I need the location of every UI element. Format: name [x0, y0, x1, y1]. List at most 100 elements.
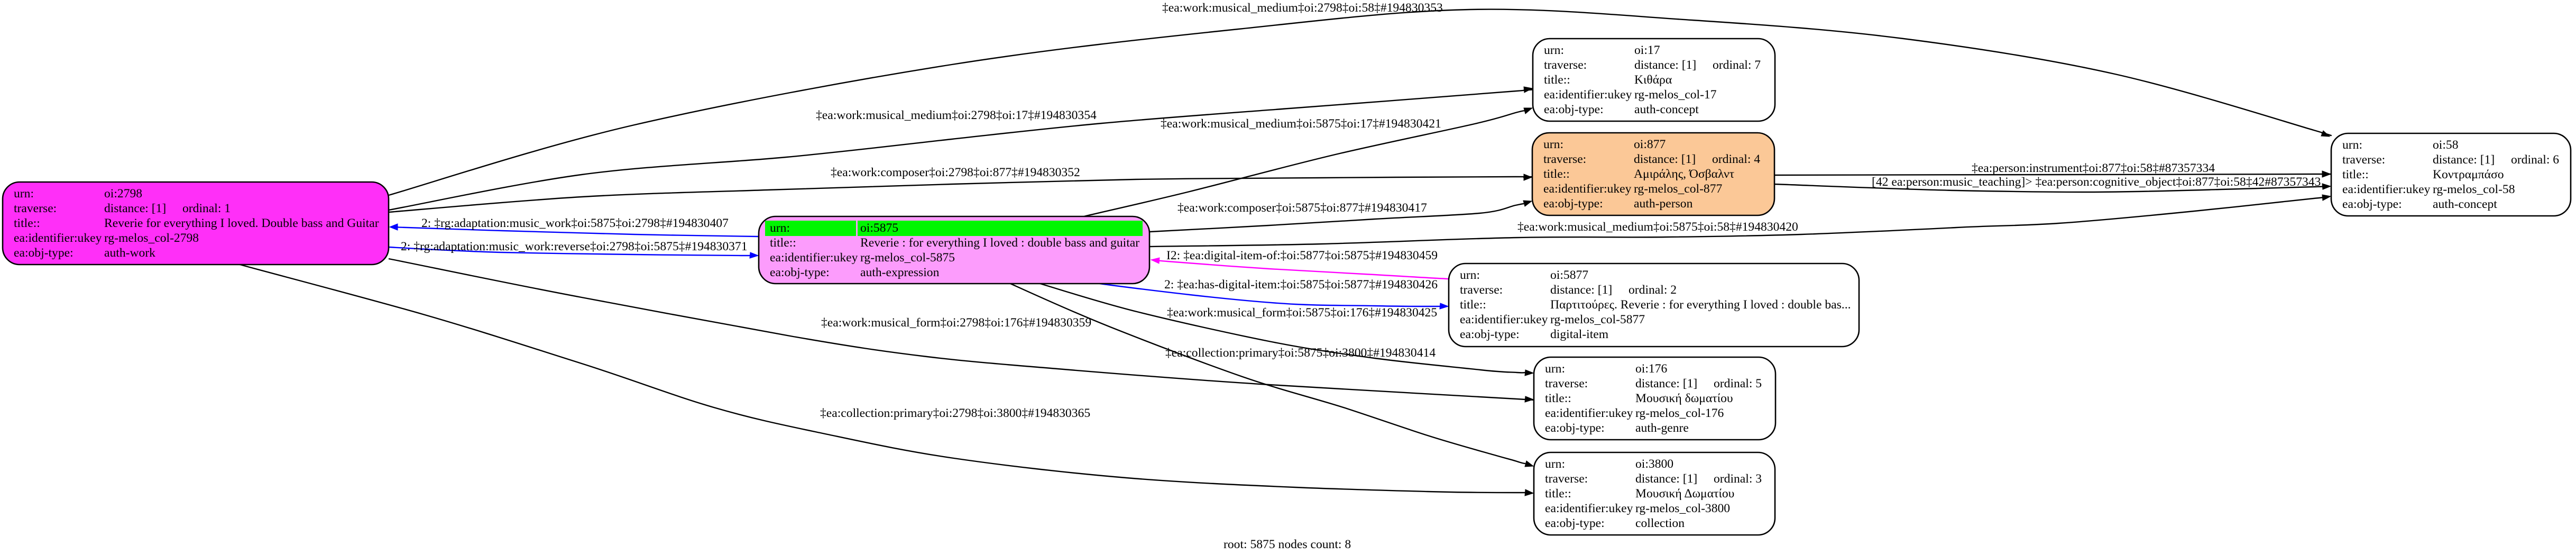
svg-text:title::: title::	[1460, 298, 1486, 312]
svg-text:distance: [1]: distance: [1]	[1634, 152, 1696, 166]
svg-text:rg-melos_col-58: rg-melos_col-58	[2433, 183, 2515, 196]
svg-text:Μουσική Δωματίου: Μουσική Δωματίου	[1635, 487, 1734, 501]
svg-text:distance: [1]: distance: [1]	[1635, 472, 1697, 486]
svg-text:Κοντραμπάσο: Κοντραμπάσο	[2433, 168, 2504, 181]
svg-text:ea:obj-type:: ea:obj-type:	[770, 266, 830, 279]
svg-text:2: ‡rg:adaptation:music_work‡o: 2: ‡rg:adaptation:music_work‡oi:5875‡oi:…	[421, 216, 729, 230]
svg-text:ordinal: 4: ordinal: 4	[1712, 152, 1760, 166]
svg-text:distance: [1]: distance: [1]	[1634, 58, 1696, 72]
svg-text:Μουσική δωματίου: Μουσική δωματίου	[1635, 392, 1733, 405]
svg-text:‡ea:work:musical_form‡oi:2798‡: ‡ea:work:musical_form‡oi:2798‡oi:176‡#19…	[821, 316, 1091, 330]
svg-text:oi:2798: oi:2798	[104, 187, 142, 201]
svg-text:I2: ‡ea:digital-item-of:‡oi:58: I2: ‡ea:digital-item-of:‡oi:5877‡oi:5875…	[1166, 249, 1438, 262]
svg-text:title::: title::	[1544, 73, 1570, 87]
svg-text:traverse:: traverse:	[1543, 152, 1586, 166]
svg-text:urn:: urn:	[1545, 457, 1565, 471]
svg-text:ea:identifier:ukey: ea:identifier:ukey	[1544, 88, 1632, 102]
svg-text:ea:identifier:ukey: ea:identifier:ukey	[1545, 502, 1633, 515]
svg-text:digital-item: digital-item	[1550, 328, 1608, 341]
svg-text:‡ea:work:composer‡oi:5875‡oi:8: ‡ea:work:composer‡oi:5875‡oi:877‡#194830…	[1177, 201, 1427, 215]
svg-text:distance: [1]: distance: [1]	[104, 202, 166, 215]
svg-text:‡ea:person:instrument‡oi:877‡o: ‡ea:person:instrument‡oi:877‡oi:58‡#8735…	[1972, 161, 2215, 175]
svg-text:ordinal: 5: ordinal: 5	[1714, 377, 1762, 390]
svg-text:Reverie : for everything I lov: Reverie : for everything I loved : doubl…	[860, 236, 1139, 250]
svg-text:‡ea:work:musical_form‡oi:5875‡: ‡ea:work:musical_form‡oi:5875‡oi:176‡#19…	[1167, 306, 1437, 320]
svg-text:rg-melos_col-3800: rg-melos_col-3800	[1635, 502, 1730, 515]
svg-text:ea:obj-type:: ea:obj-type:	[1543, 197, 1603, 211]
svg-text:title::: title::	[14, 216, 40, 230]
svg-text:ordinal: 2: ordinal: 2	[1629, 283, 1677, 297]
svg-text:rg-melos_col-5875: rg-melos_col-5875	[860, 251, 955, 265]
svg-text:‡ea:work:musical_medium‡oi:279: ‡ea:work:musical_medium‡oi:2798‡oi:17‡#1…	[816, 108, 1097, 122]
svg-text:traverse:: traverse:	[1460, 283, 1503, 297]
svg-text:collection: collection	[1635, 516, 1685, 530]
svg-text:ordinal: 1: ordinal: 1	[182, 202, 231, 215]
svg-text:title::: title::	[2342, 168, 2369, 181]
svg-text:title::: title::	[1545, 392, 1571, 405]
svg-text:auth-expression: auth-expression	[860, 266, 940, 279]
svg-text:traverse:: traverse:	[1544, 58, 1587, 72]
svg-text:‡ea:work:musical_medium‡oi:279: ‡ea:work:musical_medium‡oi:2798‡oi:58‡#1…	[1162, 1, 1443, 15]
svg-text:Reverie for everything I loved: Reverie for everything I loved. Double b…	[104, 216, 379, 230]
svg-text:auth-genre: auth-genre	[1635, 421, 1689, 435]
svg-text:distance: [1]: distance: [1]	[1550, 283, 1612, 297]
svg-text:traverse:: traverse:	[2342, 153, 2385, 167]
svg-text:ea:obj-type:: ea:obj-type:	[1545, 516, 1605, 530]
svg-text:2: ‡ea:has-digital-item:‡oi:58: 2: ‡ea:has-digital-item:‡oi:5875‡oi:5877…	[1164, 278, 1438, 292]
svg-text:Παρτιτούρες. Reverie : for eve: Παρτιτούρες. Reverie : for everything I …	[1550, 298, 1851, 312]
svg-text:oi:3800: oi:3800	[1635, 457, 1673, 471]
svg-text:oi:5875: oi:5875	[860, 221, 898, 235]
svg-text:urn:: urn:	[2342, 138, 2362, 152]
svg-text:ea:obj-type:: ea:obj-type:	[2342, 197, 2402, 211]
svg-text:rg-melos_col-17: rg-melos_col-17	[1634, 88, 1717, 102]
svg-text:2: ‡rg:adaptation:music_work:r: 2: ‡rg:adaptation:music_work:reverse‡oi:…	[401, 240, 748, 253]
svg-text:title::: title::	[770, 236, 796, 250]
svg-text:rg-melos_col-5877: rg-melos_col-5877	[1550, 313, 1645, 326]
svg-text:ea:obj-type:: ea:obj-type:	[1545, 421, 1605, 435]
svg-text:oi:58: oi:58	[2433, 138, 2459, 152]
svg-text:auth-concept: auth-concept	[1634, 103, 1699, 116]
svg-text:root: 5875 nodes count: 8: root: 5875 nodes count: 8	[1223, 538, 1351, 551]
svg-text:[42 ea:person:music_teaching]>: [42 ea:person:music_teaching]> ‡ea:perso…	[1872, 175, 2321, 189]
svg-text:rg-melos_col-176: rg-melos_col-176	[1635, 406, 1724, 420]
svg-text:urn:: urn:	[1544, 43, 1564, 57]
svg-text:ea:identifier:ukey: ea:identifier:ukey	[14, 231, 102, 245]
svg-text:Κιθάρα: Κιθάρα	[1634, 73, 1672, 87]
svg-text:‡ea:collection:primary‡oi:5875: ‡ea:collection:primary‡oi:5875‡oi:3800‡#…	[1165, 346, 1436, 360]
svg-text:distance: [1]: distance: [1]	[2433, 153, 2495, 167]
svg-text:urn:: urn:	[1460, 268, 1480, 282]
svg-text:ea:identifier:ukey: ea:identifier:ukey	[1460, 313, 1548, 326]
svg-text:ea:identifier:ukey: ea:identifier:ukey	[1545, 406, 1633, 420]
svg-text:rg-melos_col-2798: rg-melos_col-2798	[104, 231, 199, 245]
svg-text:distance: [1]: distance: [1]	[1635, 377, 1697, 390]
svg-text:oi:5877: oi:5877	[1550, 268, 1588, 282]
svg-text:‡ea:work:composer‡oi:2798‡oi:8: ‡ea:work:composer‡oi:2798‡oi:877‡#194830…	[831, 166, 1080, 179]
svg-text:ea:obj-type:: ea:obj-type:	[1460, 328, 1520, 341]
svg-text:oi:877: oi:877	[1634, 138, 1666, 151]
svg-text:urn:: urn:	[770, 221, 790, 235]
svg-text:traverse:: traverse:	[1545, 472, 1588, 486]
svg-text:‡ea:work:musical_medium‡oi:587: ‡ea:work:musical_medium‡oi:5875‡oi:17‡#1…	[1161, 117, 1441, 131]
svg-text:auth-person: auth-person	[1634, 197, 1693, 211]
svg-text:urn:: urn:	[1543, 138, 1563, 151]
svg-text:rg-melos_col-877: rg-melos_col-877	[1634, 182, 1723, 196]
svg-text:ea:identifier:ukey: ea:identifier:ukey	[770, 251, 858, 265]
svg-text:title::: title::	[1543, 167, 1570, 181]
svg-text:ea:identifier:ukey: ea:identifier:ukey	[1543, 182, 1632, 196]
svg-text:ordinal: 6: ordinal: 6	[2511, 153, 2559, 167]
svg-text:‡ea:work:musical_medium‡oi:587: ‡ea:work:musical_medium‡oi:5875‡oi:58‡#1…	[1517, 220, 1798, 234]
svg-text:traverse:: traverse:	[14, 202, 57, 215]
svg-text:title::: title::	[1545, 487, 1571, 501]
svg-text:auth-work: auth-work	[104, 246, 155, 260]
svg-text:ea:obj-type:: ea:obj-type:	[1544, 103, 1604, 116]
svg-text:ordinal: 3: ordinal: 3	[1714, 472, 1762, 486]
svg-text:‡ea:collection:primary‡oi:2798: ‡ea:collection:primary‡oi:2798‡oi:3800‡#…	[820, 406, 1090, 420]
svg-text:traverse:: traverse:	[1545, 377, 1588, 390]
svg-text:auth-concept: auth-concept	[2433, 197, 2497, 211]
svg-text:oi:176: oi:176	[1635, 362, 1668, 376]
svg-text:oi:17: oi:17	[1634, 43, 1660, 57]
svg-text:urn:: urn:	[1545, 362, 1565, 376]
svg-text:Αμιράλης, Όσβαλντ: Αμιράλης, Όσβαλντ	[1634, 167, 1734, 181]
svg-text:ea:obj-type:: ea:obj-type:	[14, 246, 73, 260]
svg-text:urn:: urn:	[14, 187, 34, 201]
